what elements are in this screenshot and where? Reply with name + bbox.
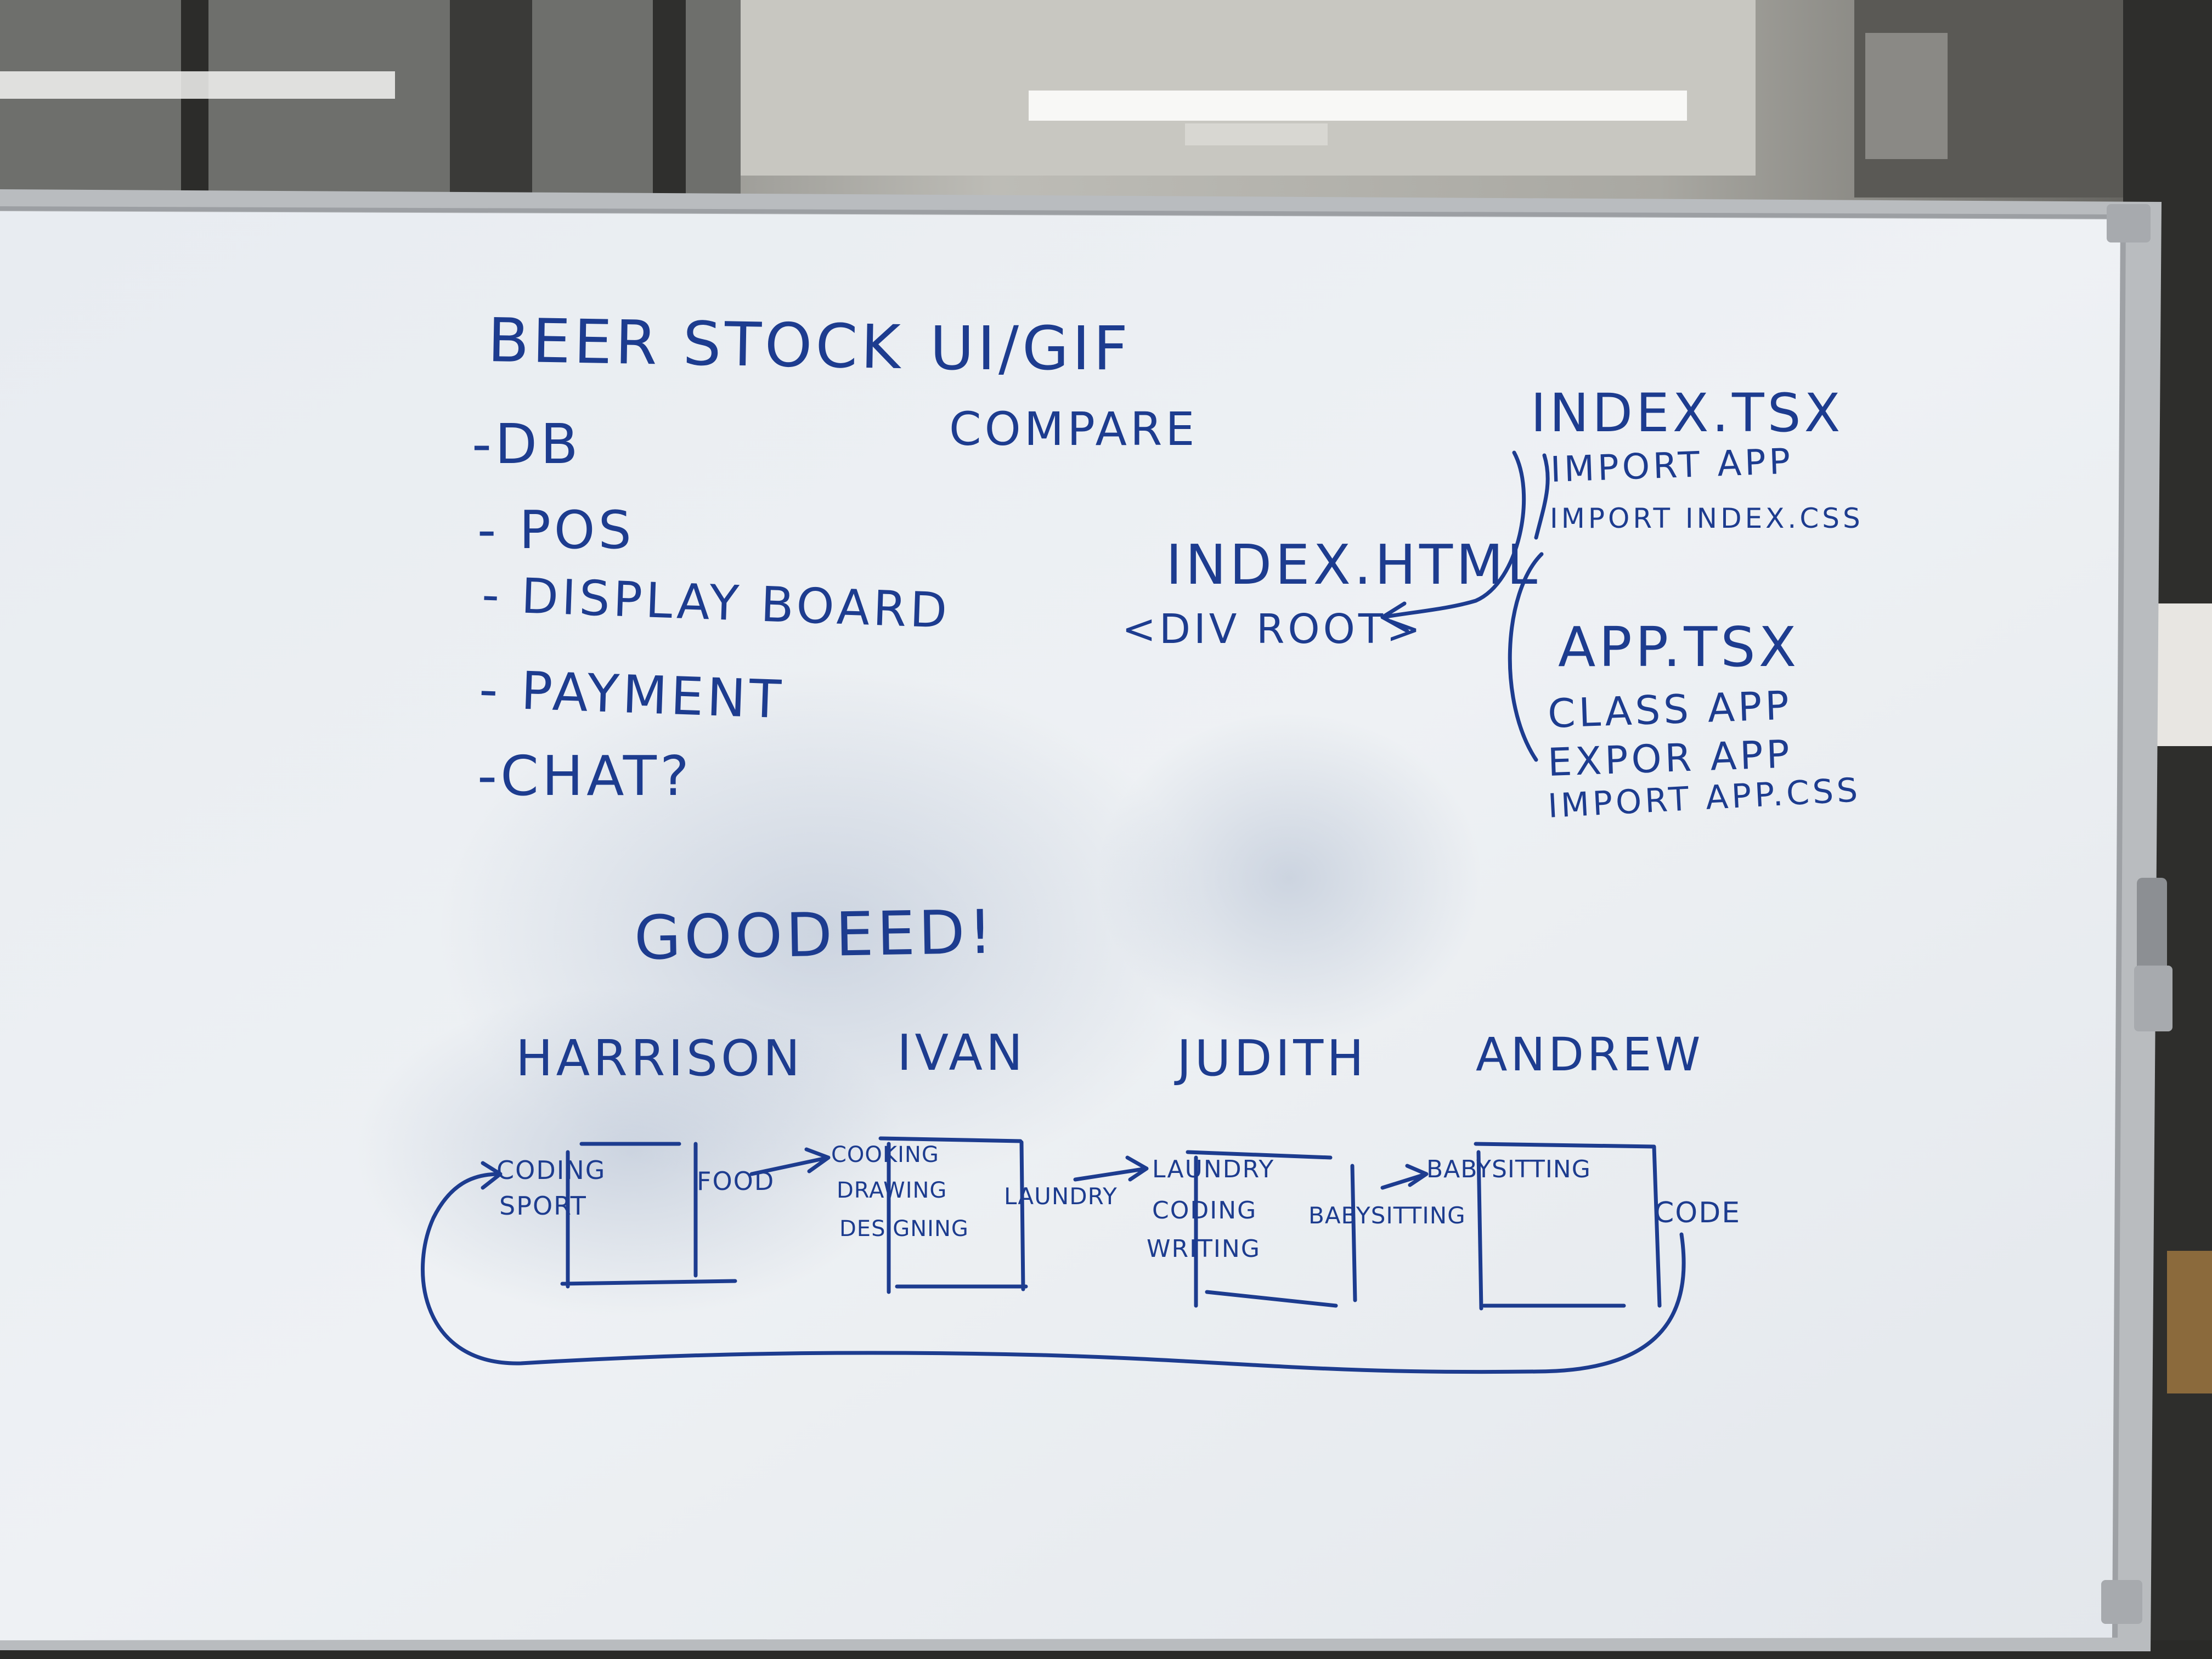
andrew-input-babysitting: BABYSITTING <box>1426 1155 1591 1183</box>
box-andrew <box>1474 1142 1662 1311</box>
box-judith <box>1186 1150 1357 1308</box>
index-tsx-line-2: IMPORT INDEX.CSS <box>1550 503 1864 534</box>
arrow-to-div-root <box>1380 601 1409 633</box>
ui-gif-title: UI/GIF <box>930 313 1131 383</box>
person-judith: JUDITH <box>1177 1030 1367 1087</box>
arrow-food-to-ivan <box>749 1147 831 1176</box>
beer-stock-item-pos: - POS <box>477 500 635 561</box>
judith-output-babysitting: BABYSITTING <box>1308 1202 1466 1229</box>
person-harrison: HARRISON <box>516 1030 804 1087</box>
brace-index-html-link <box>1380 450 1526 619</box>
person-ivan: IVAN <box>897 1024 1026 1082</box>
beer-stock-item-db: -DB <box>472 412 582 476</box>
ceiling <box>713 0 1756 176</box>
box-harrison <box>560 1142 737 1289</box>
andrew-output-code: CODE <box>1654 1197 1741 1229</box>
harrison-input-sport: SPORT <box>499 1191 587 1221</box>
brace-index-tsx <box>1534 453 1550 540</box>
ui-gif-compare: COMPARE <box>949 402 1198 456</box>
arrow-babysitting-to-andrew <box>1380 1164 1429 1190</box>
judith-input-laundry: LAUNDRY <box>1152 1155 1275 1183</box>
beer-stock-item-chat: -CHAT? <box>477 744 692 808</box>
index-html-title: INDEX.HTML <box>1166 533 1541 597</box>
judith-input-writing: WRITING <box>1147 1235 1261 1263</box>
ceiling-light <box>1029 91 1687 121</box>
person-andrew: ANDREW <box>1476 1028 1704 1081</box>
harrison-input-coding: CODING <box>496 1155 606 1185</box>
div-root-label: <DIV ROOT> <box>1122 606 1424 653</box>
index-tsx-title: INDEX.TSX <box>1531 382 1844 444</box>
brace-app-tsx <box>1508 552 1544 762</box>
ivan-input-drawing: DRAWING <box>837 1178 947 1203</box>
ivan-input-cooking: COOKING <box>831 1142 939 1167</box>
box-ivan <box>878 1136 1028 1294</box>
arrow-laundry-to-judith <box>1073 1155 1149 1182</box>
loop-arrowhead <box>481 1161 503 1190</box>
judith-input-coding: CODING <box>1152 1197 1257 1224</box>
app-tsx-title: APP.TSX <box>1558 615 1800 679</box>
loop-arrow <box>421 1172 1686 1374</box>
ivan-input-designing: DESIGNING <box>839 1216 969 1242</box>
